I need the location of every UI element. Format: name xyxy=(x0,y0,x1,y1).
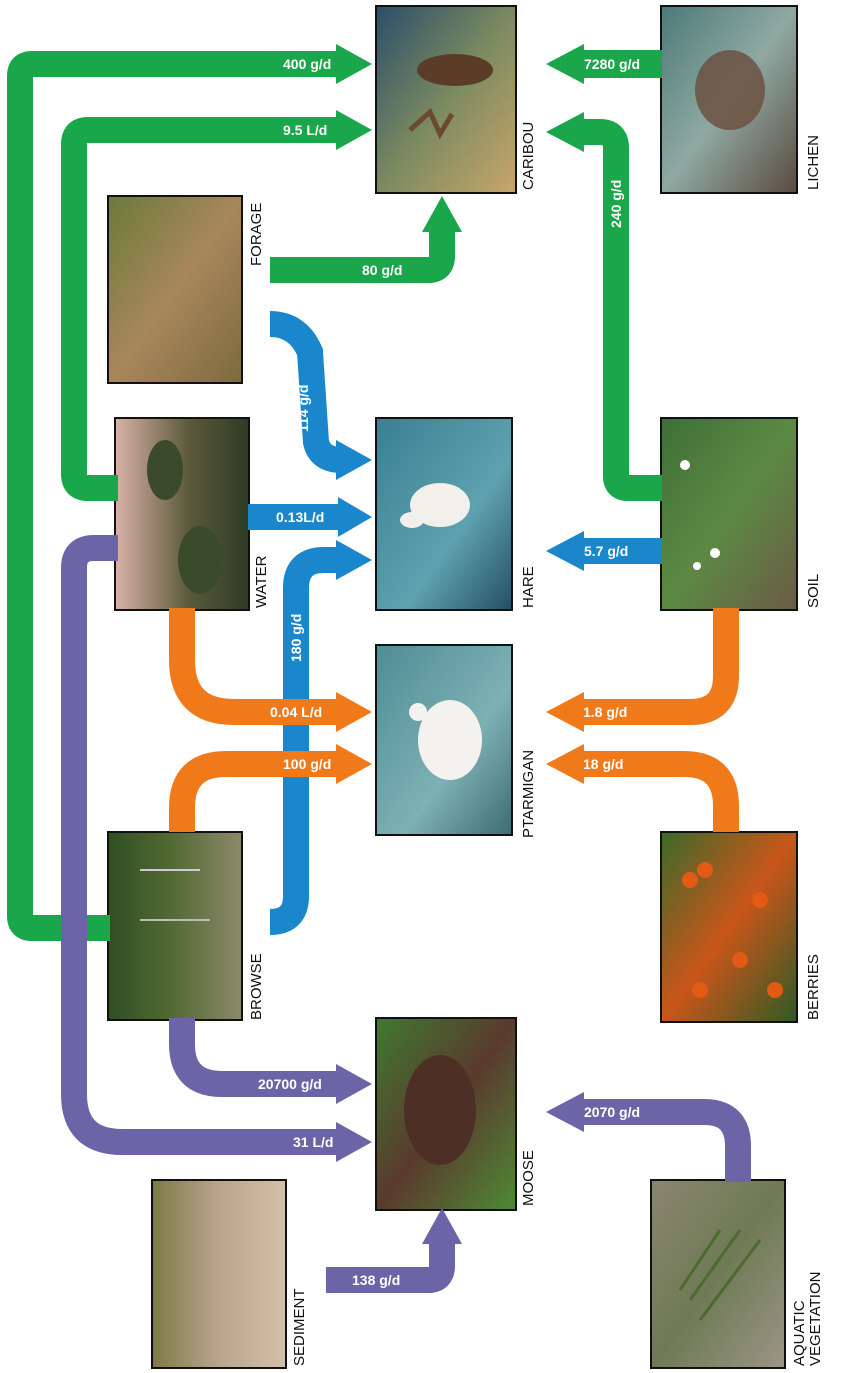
flow-label-forage-hare: 114 g/d xyxy=(295,384,311,432)
photo-lichen xyxy=(660,5,798,194)
flow-shaft-soil-caribou xyxy=(580,119,662,501)
arrowhead-browse-moose xyxy=(336,1064,372,1104)
node-label-caribou: CARIBOU xyxy=(520,121,537,190)
node-label-browse: BROWSE xyxy=(248,953,265,1020)
flow-shaft-water-ptarmigan xyxy=(169,608,342,725)
flow-label-soil-ptarmigan: 1.8 g/d xyxy=(583,704,628,720)
flow-shaft-soil-ptarmigan xyxy=(580,608,739,725)
flow-label-forage-caribou: 80 g/d xyxy=(362,262,403,278)
arrowhead-browse-ptarmigan xyxy=(336,744,372,784)
flow-label-browse-moose: 20700 g/d xyxy=(258,1076,322,1092)
flow-label-water-ptarmigan: 0.04 L/d xyxy=(270,704,323,720)
node-label-moose: MOOSE xyxy=(520,1150,537,1206)
flows-moose xyxy=(61,535,751,1293)
flow-shaft-browse-moose xyxy=(169,1018,342,1097)
node-label-aquatic-line2: VEGETATION xyxy=(807,1271,824,1366)
arrowhead-water-caribou xyxy=(336,110,372,150)
flow-label-water-hare: 0.13L/d xyxy=(276,509,325,525)
arrowhead-water-ptarmigan xyxy=(336,692,372,732)
flow-label-sediment-moose: 138 g/d xyxy=(352,1272,401,1288)
photo-hare xyxy=(375,417,513,611)
node-label-soil: SOIL xyxy=(805,573,822,608)
arrowhead-water-hare xyxy=(338,497,372,537)
photo-ptarmigan xyxy=(375,644,513,836)
flow-shaft-lichen-caribou xyxy=(582,50,662,78)
flow-label-water-moose: 31 L/d xyxy=(293,1134,334,1150)
flow-shaft-water-hare xyxy=(248,504,344,530)
node-label-water: WATER xyxy=(253,555,270,609)
flow-label-browse-hare: 180 g/d xyxy=(288,613,304,662)
photo-sediment xyxy=(151,1179,287,1369)
photo-caribou xyxy=(375,5,517,194)
flow-shaft-browse-hare xyxy=(269,547,342,935)
flow-shaft-water-caribou xyxy=(61,117,340,501)
arrowhead-berries-ptarmigan xyxy=(546,744,584,784)
node-label-sediment: SEDIMENT xyxy=(291,1288,308,1366)
arrowhead-browse-caribou xyxy=(336,44,372,84)
flow-shaft-sediment-moose xyxy=(326,1240,455,1293)
flow-label-soil-caribou: 240 g/d xyxy=(608,179,624,228)
flow-shaft-water-moose xyxy=(61,535,342,1155)
arrowhead-water-moose xyxy=(336,1122,372,1162)
photo-berries xyxy=(660,831,798,1023)
arrowhead-soil-ptarmigan xyxy=(546,692,584,732)
arrowhead-forage-caribou xyxy=(422,196,462,232)
flow-label-berries-ptarmigan: 18 g/d xyxy=(583,756,624,772)
photo-water xyxy=(114,417,250,611)
flow-label-soil-hare: 5.7 g/d xyxy=(584,543,629,559)
arrowhead-aquatic-moose xyxy=(546,1092,584,1132)
node-label-lichen: LICHEN xyxy=(805,134,822,190)
flow-shaft-berries-ptarmigan xyxy=(580,751,739,832)
flow-label-lichen-caribou: 7280 g/d xyxy=(584,56,641,72)
arrowhead-soil-caribou xyxy=(546,112,584,152)
flow-label-browse-ptarmigan: 100 g/d xyxy=(283,756,332,772)
node-label-forage: FORAGE xyxy=(248,202,265,266)
flows-hare xyxy=(248,311,662,935)
node-label-berries: BERRIES xyxy=(805,954,822,1020)
photo-forage xyxy=(107,195,243,384)
node-label-ptarmigan: PTARMIGAN xyxy=(520,749,537,838)
arrowhead-sediment-moose xyxy=(422,1208,462,1244)
photo-browse xyxy=(107,831,243,1021)
arrowhead-forage-hare xyxy=(336,440,372,480)
photo-aquatic-vegetation xyxy=(650,1179,786,1369)
flow-shaft-browse-caribou xyxy=(7,51,340,941)
flow-shaft-aquatic-moose xyxy=(580,1099,751,1182)
flow-label-browse-caribou: 400 g/d xyxy=(283,56,332,72)
flow-shaft-forage-hare xyxy=(269,311,343,473)
photo-soil xyxy=(660,417,798,611)
flow-shaft-browse-ptarmigan xyxy=(169,751,342,832)
flow-label-water-caribou: 9.5 L/d xyxy=(283,122,328,138)
arrowhead-lichen-caribou xyxy=(546,44,584,84)
node-label-aquatic-line1: AQUATIC xyxy=(791,1300,808,1366)
flows-caribou xyxy=(7,44,662,941)
flow-shaft-soil-hare xyxy=(580,538,662,564)
flow-shaft-forage-caribou xyxy=(270,228,455,283)
node-label-hare: HARE xyxy=(520,566,537,608)
flows-ptarmigan xyxy=(169,608,739,832)
flow-label-aquatic-moose: 2070 g/d xyxy=(584,1104,641,1120)
arrowhead-browse-hare xyxy=(336,540,372,580)
arrowhead-soil-hare xyxy=(546,531,584,571)
photo-moose xyxy=(375,1017,517,1211)
